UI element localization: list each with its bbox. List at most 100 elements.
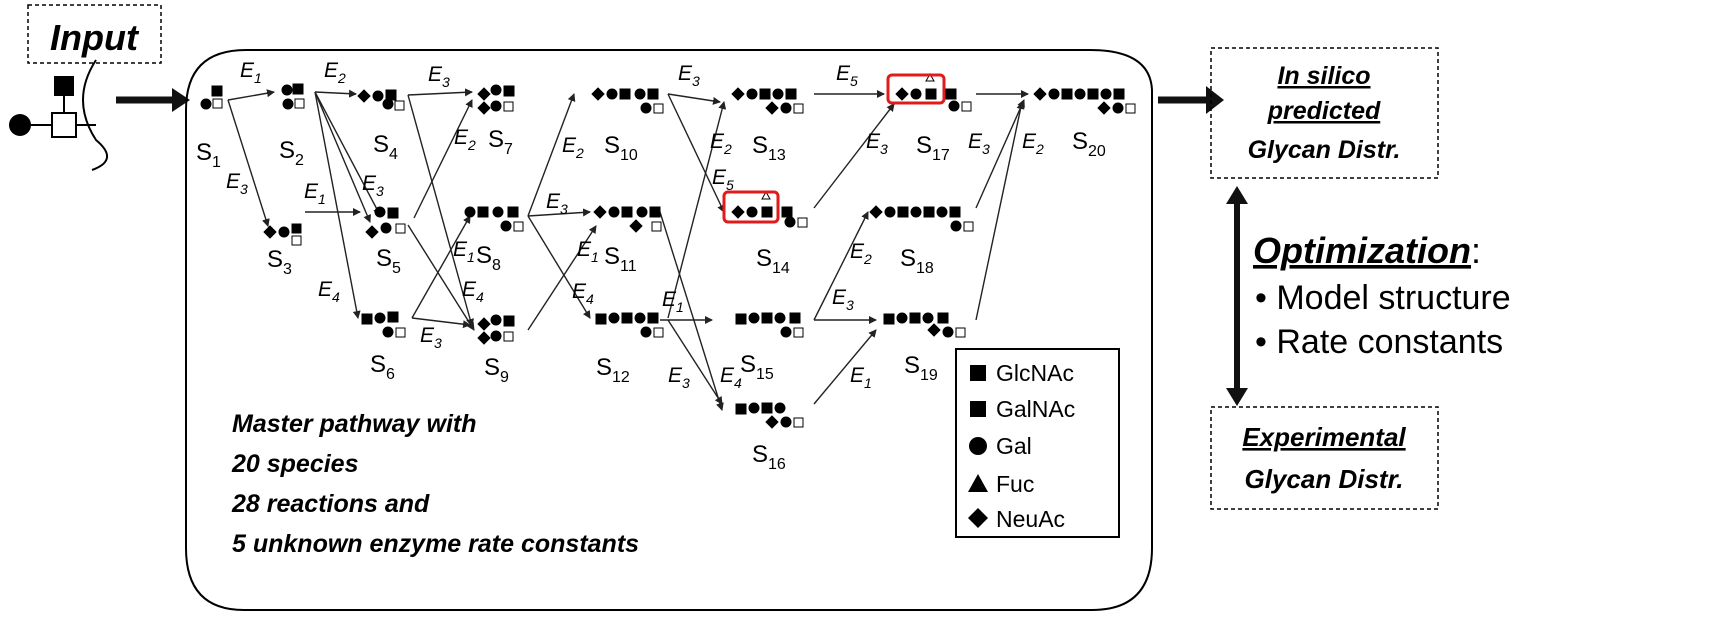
enzyme-label: E1 xyxy=(662,288,684,315)
enzyme-labels: E1 E2 E3 E3 E1 E3 E4 E3 E2 E1 E4 E2 E3 E… xyxy=(226,59,1044,391)
species-label-s16: S16 xyxy=(752,441,786,473)
optimization-title-row: Optimization: xyxy=(1253,230,1481,271)
reaction-arrow xyxy=(527,225,597,331)
master-pathway-line-4: 5 unknown enzyme rate constants xyxy=(232,530,639,558)
enzyme-label: E4 xyxy=(318,278,340,305)
enzyme-label: E1 xyxy=(577,238,599,265)
glycan-s16-icon xyxy=(735,402,804,429)
input-box xyxy=(27,4,162,64)
glycan-s4-icon xyxy=(357,89,405,111)
reaction-arrow xyxy=(314,91,371,223)
glycan-s7-icon xyxy=(477,84,515,115)
species-label-s1: S1 xyxy=(196,139,221,171)
master-pathway-line-1: Master pathway with xyxy=(232,410,477,438)
enzyme-label: E3 xyxy=(668,364,690,391)
input-arrowhead xyxy=(172,88,190,112)
glycan-s9-icon xyxy=(477,314,515,345)
highlight-s17 xyxy=(886,73,946,105)
species-label-s12: S12 xyxy=(596,354,630,386)
master-pathway-line-3: 28 reactions and xyxy=(231,490,430,518)
enzyme-label: E3 xyxy=(546,190,568,217)
highlight-s14 xyxy=(722,190,780,224)
glycan-s3-icon xyxy=(263,223,302,246)
glycan-s8-icon xyxy=(464,206,524,232)
legend-neuac-diamond-icon xyxy=(968,508,988,528)
output-line-2: predicted xyxy=(1267,97,1381,125)
enzyme-label: E2 xyxy=(850,240,872,267)
optimization-bullet-2: • Rate constants xyxy=(1255,323,1503,361)
reaction-arrow xyxy=(227,99,270,227)
glycan-s6-icon xyxy=(361,311,406,338)
glycan-s18-icon xyxy=(869,205,974,232)
species-label-s10: S10 xyxy=(604,132,638,164)
master-pathway-line-2: 20 species xyxy=(231,450,359,478)
enzyme-label: E3 xyxy=(866,130,888,157)
reaction-arrow xyxy=(314,91,361,319)
input-glycan-icon xyxy=(9,59,108,171)
enzyme-label: E3 xyxy=(428,63,450,90)
species-label-s5: S5 xyxy=(376,245,401,277)
enzyme-label: E2 xyxy=(324,59,346,86)
legend-label-glcnac: GlcNAc xyxy=(996,360,1074,386)
enzyme-label: E4 xyxy=(462,278,484,305)
reaction-arrow xyxy=(527,93,576,217)
enzyme-label: E4 xyxy=(720,364,742,391)
glycan-s15-icon xyxy=(735,312,804,338)
species-label-s8: S8 xyxy=(476,242,501,274)
glycan-s17-icon xyxy=(895,72,972,112)
enzyme-label: E3 xyxy=(362,172,384,199)
output-arrowhead xyxy=(1206,86,1224,114)
species-label-s18: S18 xyxy=(900,245,934,277)
output-box xyxy=(1210,47,1439,179)
glycan-s13-icon xyxy=(731,87,804,115)
legend-box xyxy=(955,348,1120,538)
legend-label-gal: Gal xyxy=(996,433,1032,459)
legend-label-neuac: NeuAc xyxy=(996,506,1065,532)
reaction-arrow xyxy=(407,88,473,97)
reaction-arrow xyxy=(407,94,474,327)
experimental-box xyxy=(1210,406,1439,510)
reaction-arrow xyxy=(667,101,727,319)
enzyme-label: E3 xyxy=(226,170,248,197)
glycan-s5-icon xyxy=(365,206,406,239)
reaction-arrows xyxy=(227,88,1029,411)
reaction-arrow xyxy=(813,329,877,405)
reaction-arrow xyxy=(667,93,721,105)
reaction-arrow xyxy=(227,89,275,101)
enzyme-label: E1 xyxy=(240,59,262,86)
reaction-arrow xyxy=(413,99,473,219)
reaction-arrow xyxy=(411,215,471,319)
glycan-s2-icon xyxy=(281,83,305,110)
species-label-s20: S20 xyxy=(1072,128,1106,160)
glycan-s11-icon xyxy=(593,205,662,233)
reaction-arrow xyxy=(975,99,1025,209)
double-arrow-top-head xyxy=(1226,186,1248,204)
species-label-s7: S7 xyxy=(488,126,513,158)
species-label-s19: S19 xyxy=(904,352,938,384)
experimental-line-2: Glycan Distr. xyxy=(1245,464,1404,494)
reaction-arrow xyxy=(813,103,895,209)
enzyme-label: E5 xyxy=(712,166,734,193)
enzyme-label: E3 xyxy=(678,62,700,89)
reaction-arrow xyxy=(667,93,725,213)
species-label-s17: S17 xyxy=(916,132,950,164)
glycan-s20-icon xyxy=(1033,87,1136,115)
glycan-structures xyxy=(200,72,1136,429)
input-label: Input xyxy=(50,17,140,58)
species-labels: S1 S2 S3 S4 S5 S6 S7 S8 S9 S10 S11 S12 S… xyxy=(196,126,1106,473)
glycan-s1-icon xyxy=(200,85,223,110)
enzyme-label: E1 xyxy=(453,238,475,265)
optimization-colon: : xyxy=(1471,230,1481,271)
enzyme-label: E5 xyxy=(836,62,858,89)
output-line-3: Glycan Distr. xyxy=(1248,136,1401,164)
legend-label-galnac: GalNAc xyxy=(996,396,1075,422)
species-label-s13: S13 xyxy=(752,132,786,164)
reaction-arrow xyxy=(527,208,591,217)
species-label-s6: S6 xyxy=(370,351,395,383)
enzyme-label: E1 xyxy=(304,180,326,207)
reaction-arrow xyxy=(314,89,357,98)
species-label-s14: S14 xyxy=(756,245,790,277)
reaction-arrow xyxy=(314,91,381,216)
experimental-line-1: Experimental xyxy=(1242,422,1406,452)
